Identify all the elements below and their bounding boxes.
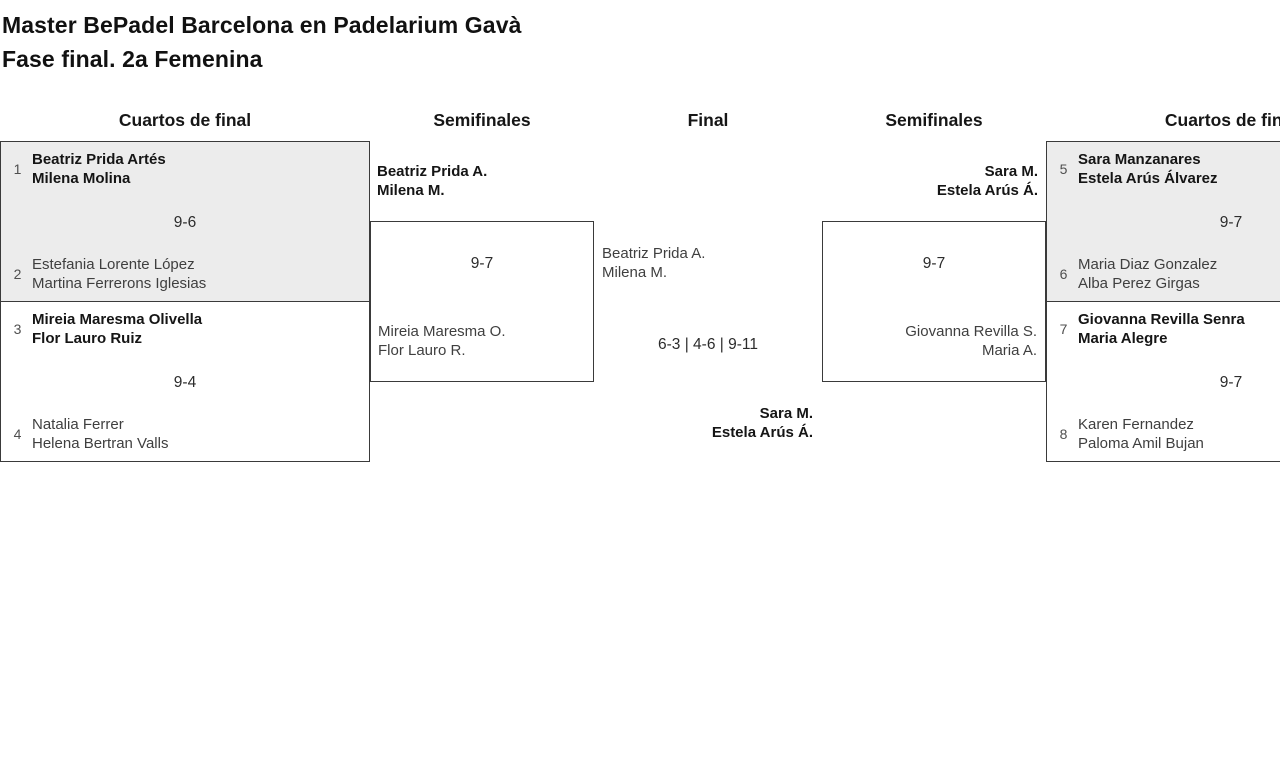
- player-name: Flor Lauro R.: [378, 342, 466, 359]
- team-players: Mireia Maresma Olivella Flor Lauro Ruiz: [32, 310, 202, 348]
- player-name: Beatriz Prida A.: [602, 245, 706, 262]
- round-header-semifinals-right: Semifinales: [885, 110, 983, 130]
- round-header-semifinals-left: Semifinales: [433, 110, 531, 130]
- semifinal-left-loser-team: Mireia Maresma O. Flor Lauro R.: [378, 322, 506, 360]
- match-semifinal-left: 9-7 Mireia Maresma O. Flor Lauro R.: [370, 221, 594, 382]
- round-header-quarterfinals-right: Cuartos de final: [1164, 110, 1280, 130]
- final-finalist-team: Beatriz Prida A. Milena M.: [602, 244, 705, 282]
- seed-number: 4: [13, 426, 22, 442]
- semifinal-right-winner-team: Sara M. Estela Arús Á.: [822, 162, 1038, 200]
- player-name: Maria Alegre: [1078, 330, 1168, 347]
- player-name: Estela Arús Á.: [936, 182, 1038, 199]
- champion-team: Sara M. Estela Arús Á.: [594, 404, 813, 442]
- player-name: Sara Manzanares: [1078, 151, 1201, 168]
- match-score: 9-4: [173, 374, 197, 391]
- player-name: Paloma Amil Bujan: [1078, 435, 1204, 452]
- match-qf-4: 7 Giovanna Revilla Senra Maria Alegre 9-…: [1047, 302, 1280, 461]
- player-name: Karen Fernandez: [1078, 416, 1194, 433]
- team-players: Natalia Ferrer Helena Bertran Valls: [32, 415, 168, 453]
- team-players: Giovanna Revilla Senra Maria Alegre: [1078, 310, 1245, 348]
- player-name: Estela Arús Álvarez: [1078, 170, 1218, 187]
- team-players: Sara Manzanares Estela Arús Álvarez: [1078, 150, 1218, 188]
- round-header-final: Final: [687, 110, 729, 130]
- player-name: Beatriz Prida A.: [377, 163, 488, 180]
- player-name: Giovanna Revilla S.: [905, 323, 1037, 340]
- team-row: 1 Beatriz Prida Artés Milena Molina: [9, 150, 361, 188]
- player-name: Maria A.: [981, 342, 1037, 359]
- seed-number: 1: [13, 161, 22, 177]
- seed-number: 2: [13, 266, 22, 282]
- seed-number: 7: [1059, 321, 1068, 337]
- team-row: 3 Mireia Maresma Olivella Flor Lauro Rui…: [9, 310, 361, 348]
- player-name: Sara M.: [759, 405, 813, 422]
- match-score: 9-7: [1219, 214, 1243, 231]
- player-name: Natalia Ferrer: [32, 416, 124, 433]
- team-row: 5 Sara Manzanares Estela Arús Álvarez: [1055, 150, 1280, 188]
- round-header-quarterfinals-left: Cuartos de final: [118, 110, 252, 130]
- match-qf-1: 1 Beatriz Prida Artés Milena Molina 9-6 …: [1, 142, 369, 302]
- final-score: 6-3 | 4-6 | 9-11: [658, 336, 758, 353]
- seed-number: 3: [13, 321, 22, 337]
- match-semifinal-right: 9-7 Giovanna Revilla S. Maria A.: [822, 221, 1046, 382]
- match-score: 9-7: [470, 255, 494, 272]
- player-name: Maria Diaz Gonzalez: [1078, 256, 1218, 273]
- tournament-subtitle: Fase final. 2a Femenina: [2, 45, 263, 72]
- player-name: Flor Lauro Ruiz: [32, 330, 142, 347]
- player-name: Giovanna Revilla Senra: [1078, 311, 1245, 328]
- player-name: Sara M.: [984, 163, 1038, 180]
- player-name: Mireia Maresma Olivella: [32, 311, 203, 328]
- team-row: 7 Giovanna Revilla Senra Maria Alegre: [1055, 310, 1280, 348]
- team-row: 2 Estefania Lorente López Martina Ferrer…: [9, 255, 361, 293]
- team-players: Maria Diaz Gonzalez Alba Perez Girgas: [1078, 255, 1217, 293]
- team-players: Beatriz Prida Artés Milena Molina: [32, 150, 166, 188]
- seed-number: 6: [1059, 266, 1068, 282]
- player-name: Estela Arús Á.: [711, 424, 813, 441]
- page-title: Master BePadel Barcelona en Padelarium G…: [2, 9, 521, 76]
- seed-number: 8: [1059, 426, 1068, 442]
- player-name: Milena M.: [377, 182, 445, 199]
- quarterfinals-right-box: 5 Sara Manzanares Estela Arús Álvarez 9-…: [1046, 141, 1280, 462]
- team-row: 6 Maria Diaz Gonzalez Alba Perez Girgas: [1055, 255, 1280, 293]
- semifinal-right-loser-team: Giovanna Revilla S. Maria A.: [905, 322, 1037, 360]
- match-score: 9-6: [173, 214, 197, 231]
- seed-number: 5: [1059, 161, 1068, 177]
- player-name: Milena Molina: [32, 170, 131, 187]
- team-players: Karen Fernandez Paloma Amil Bujan: [1078, 415, 1204, 453]
- match-qf-2: 3 Mireia Maresma Olivella Flor Lauro Rui…: [1, 302, 369, 461]
- player-name: Milena M.: [602, 264, 668, 281]
- match-score: 9-7: [1219, 374, 1243, 391]
- player-name: Martina Ferrerons Iglesias: [32, 275, 207, 292]
- tournament-title: Master BePadel Barcelona en Padelarium G…: [2, 12, 522, 38]
- player-name: Helena Bertran Valls: [32, 435, 169, 452]
- player-name: Alba Perez Girgas: [1078, 275, 1200, 292]
- team-players: Estefania Lorente López Martina Ferreron…: [32, 255, 206, 293]
- match-score: 9-7: [922, 255, 946, 272]
- player-name: Mireia Maresma O.: [378, 323, 506, 340]
- semifinal-left-winner-team: Beatriz Prida A. Milena M.: [377, 162, 487, 200]
- team-row: 8 Karen Fernandez Paloma Amil Bujan: [1055, 415, 1280, 453]
- team-row: 4 Natalia Ferrer Helena Bertran Valls: [9, 415, 361, 453]
- match-qf-3: 5 Sara Manzanares Estela Arús Álvarez 9-…: [1047, 142, 1280, 302]
- player-name: Estefania Lorente López: [32, 256, 195, 273]
- player-name: Beatriz Prida Artés: [32, 151, 166, 168]
- quarterfinals-left-box: 1 Beatriz Prida Artés Milena Molina 9-6 …: [0, 141, 370, 462]
